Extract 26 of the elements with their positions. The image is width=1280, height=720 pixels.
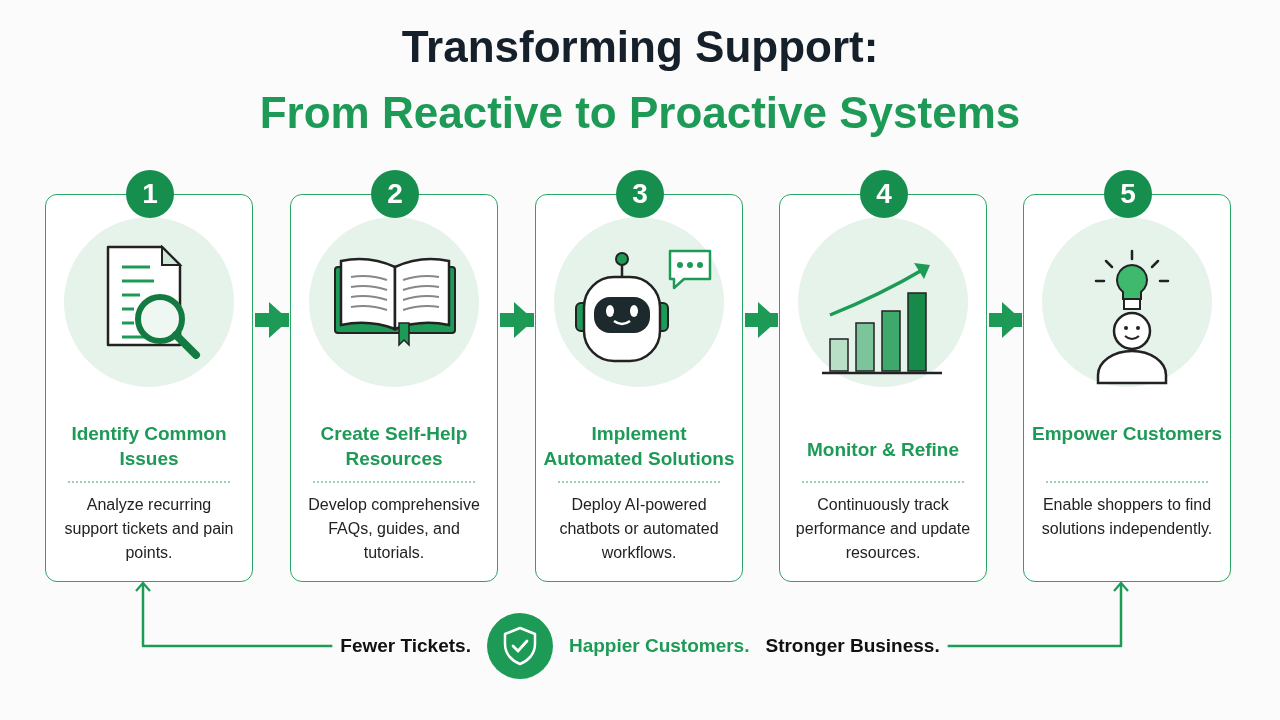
footer-text: Fewer Tickets. [340,635,471,657]
step-description: Analyze recurring support tickets and pain points. [63,495,235,563]
subtitle: From Reactive to Proactive Systems [258,88,1022,138]
connector-arrow [134,581,333,648]
step-number: 1 [126,170,174,218]
step-title: Create Self-Help Resources [319,422,469,471]
connector-arrow [947,581,1130,648]
title: Transforming Support: [400,22,880,72]
block-arrow [255,302,289,338]
block-arrow [989,302,1022,338]
step-number: 5 [1104,170,1152,218]
block-arrow [745,302,778,338]
step-title: Empower Customers [1030,422,1223,446]
footer-text: Stronger Business. [765,635,940,657]
step-title: Monitor & Refine [806,438,960,462]
step-title: Identify Common Issues [70,422,228,471]
footer-text: Happier Customers. [568,635,750,657]
step-number: 3 [616,170,664,218]
step-title: Implement Automated Solutions [542,422,736,471]
step-description: Enable shoppers to find solutions independently. [1040,495,1214,539]
step-description: Deploy AI-powered chatbots or automated workflows. [558,495,720,563]
step-number: 4 [860,170,908,218]
step-description: Continuously track performance and update resources. [794,495,972,563]
step-number: 2 [371,170,419,218]
block-arrow [500,302,534,338]
step-description: Develop comprehensive FAQs, guides, and tutorials. [307,495,481,563]
